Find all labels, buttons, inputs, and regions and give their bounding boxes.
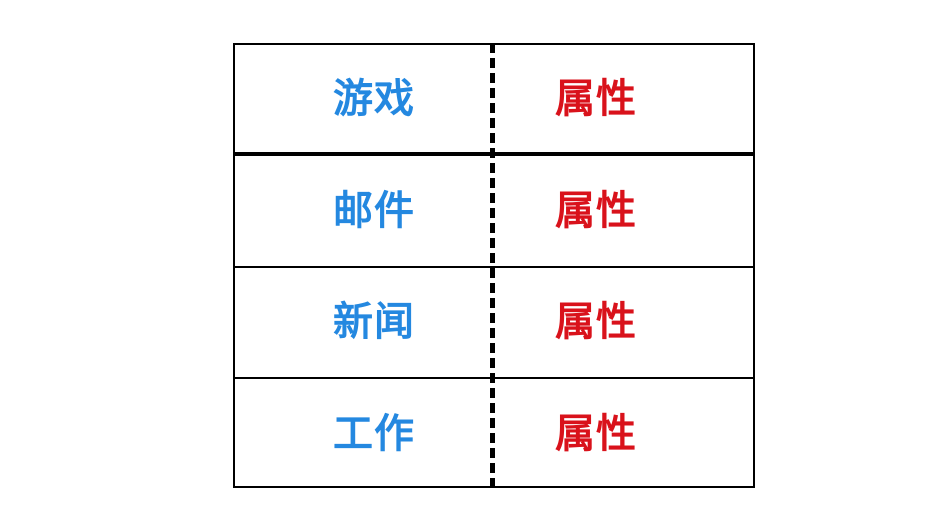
source-label: 新闻 [333,299,415,346]
table-row: 新闻 属性 [235,268,753,379]
target-label: 属性 [555,299,637,346]
table-cell-target[interactable]: 属性 [493,379,753,490]
source-label: 游戏 [333,75,415,122]
table-row: 邮件 属性 [235,156,753,268]
source-label: 邮件 [333,187,415,234]
table-cell-target[interactable]: 属性 [493,156,753,265]
source-label: 工作 [333,411,415,458]
table-row: 游戏 属性 [235,45,753,157]
table-row: 工作 属性 [235,379,753,490]
table-cell-target[interactable]: 属性 [493,268,753,377]
target-label: 属性 [555,75,637,122]
target-label: 属性 [555,187,637,234]
target-label: 属性 [555,411,637,458]
table-cell-source[interactable]: 新闻 [235,268,493,377]
table-cell-source[interactable]: 工作 [235,379,493,490]
table-cell-source[interactable]: 游戏 [235,45,493,152]
category-attribute-mapping-table: 游戏 属性 邮件 属性 新闻 属性 工作 属性 [233,43,755,488]
table-cell-target[interactable]: 属性 [493,45,753,152]
table-cell-source[interactable]: 邮件 [235,156,493,265]
